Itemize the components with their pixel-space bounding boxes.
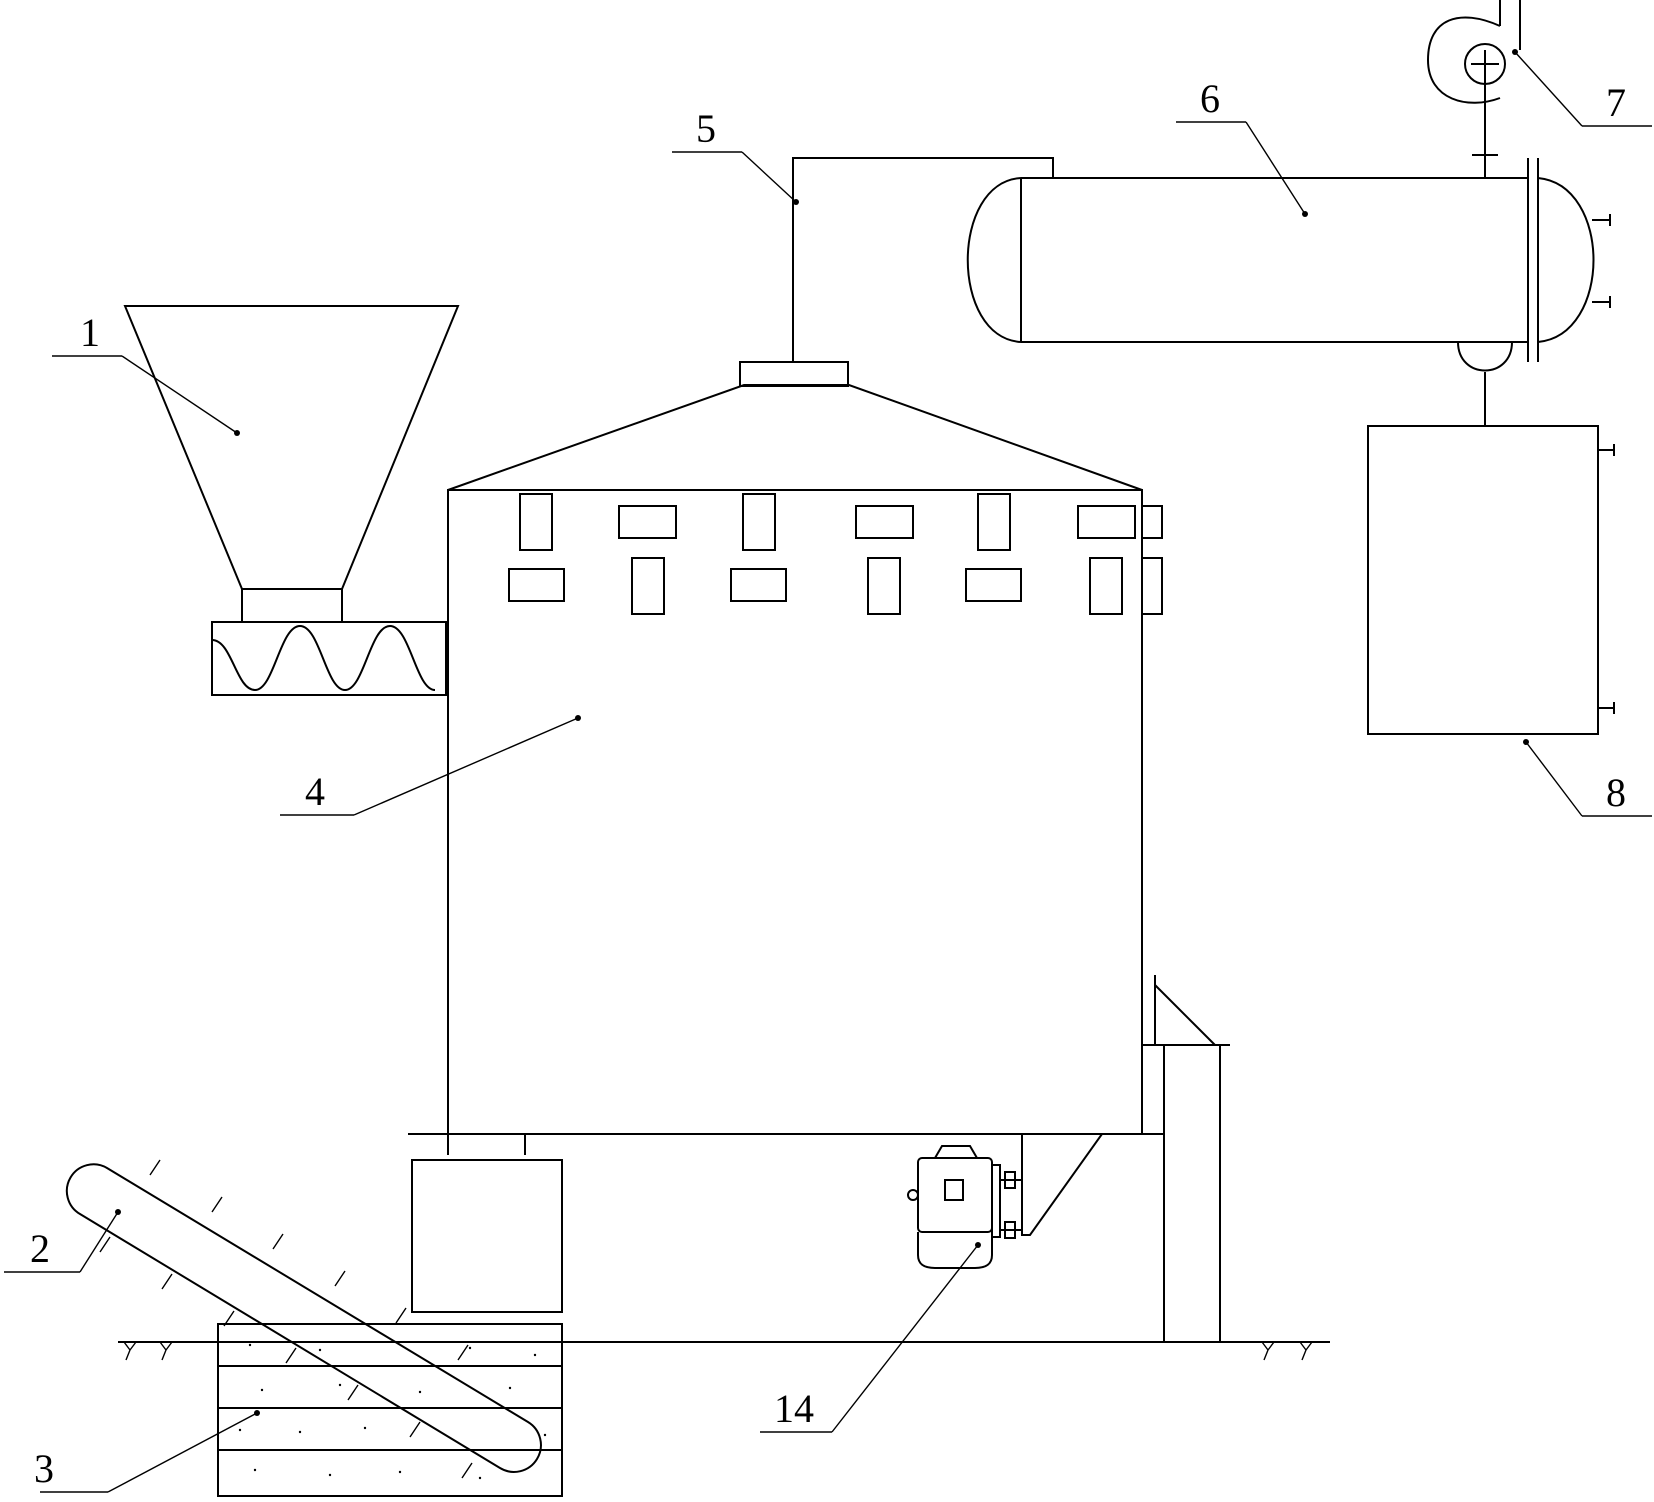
condenser	[966, 154, 1611, 426]
vapor-pipe	[792, 157, 1054, 362]
ground-line	[118, 1341, 1330, 1361]
callout-label-1: 1	[80, 310, 100, 355]
callout-label-4: 4	[305, 769, 325, 814]
leader-lines	[4, 49, 1652, 1493]
hopper	[123, 305, 460, 623]
callout-label-7: 7	[1606, 80, 1626, 125]
screw-feeder	[211, 621, 447, 696]
discharge-box	[411, 1159, 563, 1313]
callout-label-3: 3	[34, 1446, 54, 1491]
callout-label-5: 5	[696, 106, 716, 151]
callout-label-14: 14	[774, 1386, 814, 1431]
callout-label-8: 8	[1606, 770, 1626, 815]
callout-label-6: 6	[1200, 76, 1220, 121]
support-column	[1021, 975, 1230, 1343]
vent-openings	[508, 493, 1163, 615]
callout-label-2: 2	[30, 1226, 50, 1271]
motor	[907, 1145, 1022, 1269]
fan	[1426, 0, 1521, 155]
inclined-conveyor	[65, 1159, 542, 1479]
main-vessel	[408, 361, 1163, 1155]
collection-tank	[1367, 425, 1615, 735]
